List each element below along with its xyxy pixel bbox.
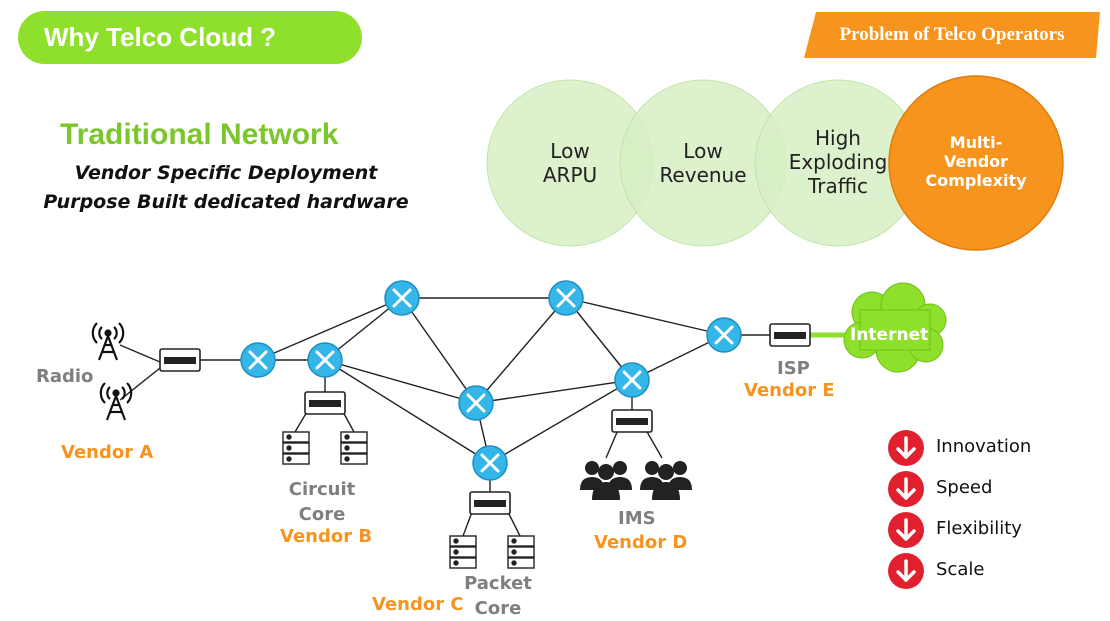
problem-banner: Problem of Telco Operators <box>804 12 1100 58</box>
switch-icon <box>469 491 511 515</box>
switch-icon <box>769 323 811 347</box>
server-icon <box>282 431 310 465</box>
down-arrow-icon <box>888 471 924 507</box>
legend-speed: Speed <box>936 477 993 498</box>
legend-innovation: Innovation <box>936 436 1032 457</box>
antenna-icon <box>99 382 133 421</box>
switch-icon <box>611 409 653 433</box>
vendor-d-label: Vendor D <box>594 532 688 553</box>
vendor-e-label: Vendor E <box>744 380 835 401</box>
switch-icon <box>304 391 346 415</box>
switch-icon <box>159 348 201 372</box>
users-group-icon <box>640 461 692 500</box>
down-arrow-icon <box>888 512 924 548</box>
page-title: Why Telco Cloud ? <box>18 11 362 64</box>
users-group-icon <box>580 461 632 500</box>
circle-multi-vendor <box>888 75 1064 251</box>
server-icon <box>340 431 368 465</box>
ims-label: IMS <box>618 508 656 529</box>
problem-circles <box>486 75 1064 251</box>
router-icon <box>614 362 650 398</box>
section-heading: Traditional Network <box>60 118 339 151</box>
vendor-a-label: Vendor A <box>61 442 154 463</box>
legend-flexibility: Flexibility <box>936 518 1022 539</box>
router-icon <box>472 445 508 481</box>
server-icon <box>507 535 535 569</box>
cloud-icon <box>843 282 947 373</box>
router-icon <box>706 317 742 353</box>
vendor-b-label: Vendor B <box>280 526 373 547</box>
radio-label: Radio <box>36 366 94 387</box>
router-icon <box>548 280 584 316</box>
vendor-c-label: Vendor C <box>372 594 464 615</box>
internet-label: Internet <box>850 325 929 345</box>
router-icon <box>384 280 420 316</box>
server-icon <box>449 535 477 569</box>
down-arrow-icon <box>888 553 924 589</box>
router-icon <box>240 342 276 378</box>
antenna-icon <box>91 322 125 361</box>
router-icon <box>458 385 494 421</box>
router-icon <box>307 342 343 378</box>
network-links <box>119 297 770 537</box>
down-arrow-icon <box>888 430 924 466</box>
subtitle-1: Vendor Specific Deployment <box>74 162 378 184</box>
legend-scale: Scale <box>936 559 985 580</box>
subtitle-2: Purpose Built dedicated hardware <box>43 191 409 213</box>
down-arrows <box>888 430 924 589</box>
isp-label: ISP <box>777 358 810 379</box>
